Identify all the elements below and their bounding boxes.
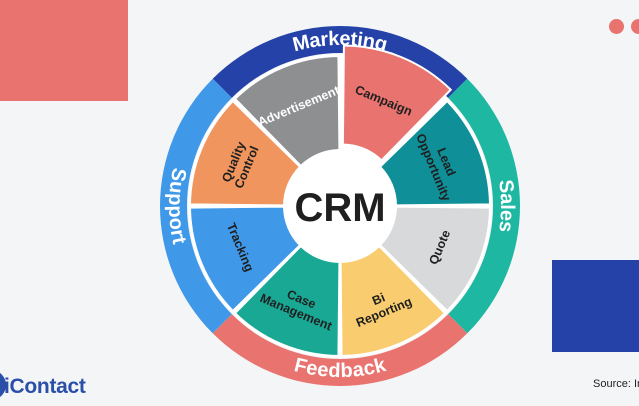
segment-bi-reporting bbox=[339, 244, 447, 358]
segment-advertisement bbox=[233, 54, 341, 168]
segment-case-management bbox=[233, 244, 341, 358]
ring-support bbox=[160, 78, 232, 334]
icontact-logo-mark bbox=[0, 370, 6, 400]
icontact-logo: iContact bbox=[4, 375, 86, 398]
ring-sales bbox=[448, 78, 521, 334]
ring-label-support: Support bbox=[164, 166, 190, 247]
source-note: Source: In bbox=[593, 378, 639, 390]
center-hub bbox=[285, 151, 395, 261]
ring-marketing bbox=[212, 25, 468, 98]
segment-campaign bbox=[341, 44, 453, 162]
decor-square-top-left bbox=[0, 0, 128, 101]
decor-square-bottom-right bbox=[552, 260, 639, 352]
ring-label-sales: Sales bbox=[494, 179, 518, 234]
crm-title: CRM bbox=[294, 186, 385, 230]
segment-lead-opportunity bbox=[378, 99, 492, 207]
segment-quote bbox=[378, 205, 492, 313]
segment-quality-control bbox=[188, 99, 302, 207]
decor-dot bbox=[631, 19, 639, 34]
ring-feedback bbox=[212, 314, 468, 387]
decor-dot bbox=[609, 19, 624, 34]
segment-tracking bbox=[188, 205, 302, 313]
